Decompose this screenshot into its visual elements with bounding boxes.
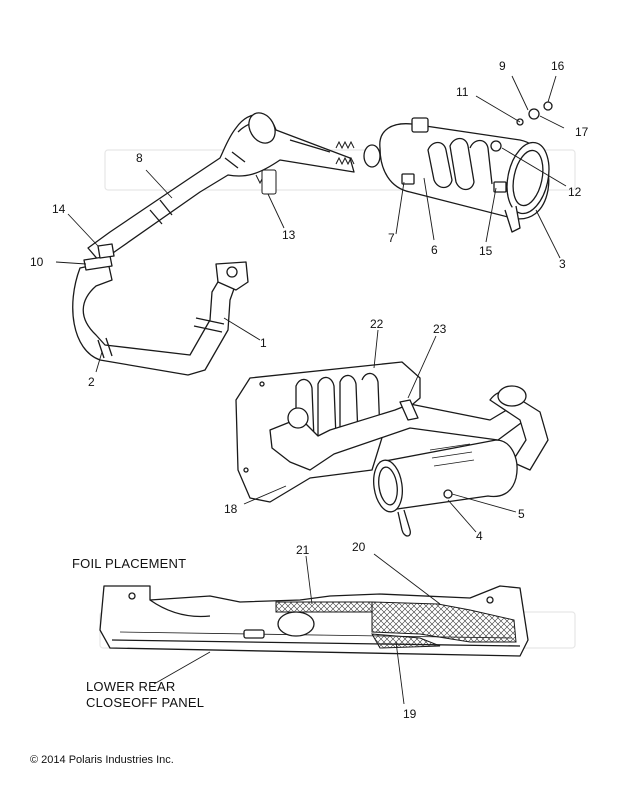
exhaust-pipe-upper [87,112,355,263]
callout-13: 13 [282,228,296,242]
callout-17: 17 [575,125,589,139]
callout-4: 4 [476,529,483,543]
foil-placement-caption: FOIL PLACEMENT [72,556,187,571]
callout-8: 8 [136,151,143,165]
panel-caption-line1: LOWER REAR [86,679,176,694]
springs [255,140,355,195]
callout-23: 23 [433,322,447,336]
callout-20: 20 [352,540,366,554]
callout-16: 16 [551,59,565,73]
leader-lines [55,75,567,705]
callout-11: 11 [456,85,469,99]
callout-3: 3 [559,257,566,271]
callout-21: 21 [296,543,310,557]
copyright-text: © 2014 Polaris Industries Inc. [30,754,174,766]
callout-1: 1 [260,336,267,350]
panel-caption-line2: CLOSEOFF PANEL [86,695,205,710]
exhaust-pipe-mid [269,385,549,471]
callout-22: 22 [370,317,384,331]
callout-6: 6 [431,243,438,257]
callout-10: 10 [30,255,44,269]
muffler-mid [373,439,518,537]
callout-14: 14 [52,202,66,216]
callout-12: 12 [568,185,582,199]
callout-18: 18 [224,502,238,516]
callout-5: 5 [518,507,525,521]
callout-19: 19 [403,707,417,721]
callout-2: 2 [88,375,95,389]
callout-15: 15 [479,244,493,258]
exhaust-pipe-lower [72,243,249,376]
muffler-top [363,101,553,233]
callout-7: 7 [388,231,395,245]
callout-9: 9 [499,59,506,73]
foil-strips [275,601,517,649]
